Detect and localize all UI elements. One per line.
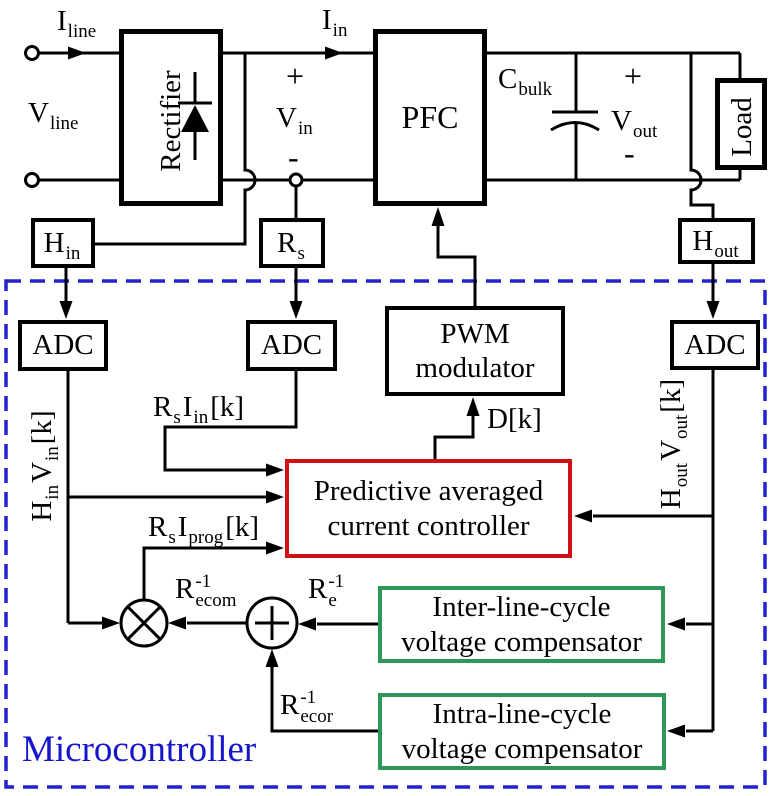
v-out-minus: - (624, 135, 635, 171)
load-block: Load (715, 78, 767, 170)
v-out-label: Vout (611, 105, 658, 142)
adc-right-label: ADC (684, 328, 746, 361)
controller-line2: current controller (327, 509, 530, 542)
hout-label: Hout (692, 224, 739, 262)
hin-sensor-block: Hin (31, 218, 95, 268)
adder-node (245, 596, 299, 650)
arrow-into-multiplier-left (102, 616, 120, 630)
arrow-into-pwm (466, 397, 480, 416)
rs-iprog-k-label: RsIprog[k] (148, 511, 260, 548)
adc-left-label: ADC (32, 329, 94, 362)
multiply-icon (126, 605, 162, 641)
v-line-label: Vline (28, 97, 79, 134)
plus-icon (255, 606, 289, 640)
arrow-into-adc-right (706, 301, 720, 319)
v-out-plus: + (624, 58, 643, 94)
controller-line1: Predictive averaged (313, 475, 544, 508)
predictive-controller-block: Predictive averaged current controller (285, 459, 572, 558)
arrow-into-intra (667, 724, 685, 738)
rectifier-block: Rectifier (119, 29, 223, 206)
c-bulk-label: Cbulk (498, 63, 553, 100)
adc-left-block: ADC (18, 320, 108, 371)
arrow-intra-to-adder (265, 649, 279, 667)
i-in-arrow (325, 46, 343, 60)
pwm-line1: PWM (440, 317, 510, 350)
multiplier-node (119, 598, 169, 648)
arrow-rsiin-into-controller (266, 463, 284, 477)
arrow-hinvin-into-controller (266, 490, 284, 504)
arrow-inter-to-adder (298, 617, 316, 631)
vin-minus-terminal (288, 172, 304, 188)
load-label: Load (725, 97, 758, 157)
hin-label: Hin (43, 226, 81, 264)
microcontroller-label: Microcontroller (22, 729, 257, 770)
intra-line2: voltage compensator (401, 732, 643, 765)
intra-line-cycle-compensator-block: Intra-line-cycle voltage compensator (378, 693, 666, 770)
hin-vin-k-label: HinVin[k] (25, 410, 63, 522)
arrow-into-pfc (431, 207, 445, 226)
inter-line1: Inter-line-cycle (432, 591, 611, 624)
hout-vout-k-label: HoutVout[k] (654, 378, 692, 510)
arrow-into-inter (667, 617, 685, 631)
rs-label: Rs (277, 226, 305, 264)
inter-line-cycle-compensator-block: Inter-line-cycle voltage compensator (378, 586, 665, 663)
rectifier-label: Rectifier (154, 70, 187, 172)
v-in-plus: + (286, 58, 305, 94)
adc-input-wires (64, 264, 715, 302)
d-k-label: D[k] (487, 403, 542, 435)
adc-right-output-wire (593, 370, 715, 733)
arrow-adder-to-multiplier (168, 616, 186, 630)
hout-sensor-block: Hout (678, 218, 755, 264)
i-in-label: Iin (322, 4, 348, 41)
arrow-into-adc-left (59, 301, 73, 319)
inter-line2: voltage compensator (401, 625, 642, 658)
intra-line1: Intra-line-cycle (432, 698, 612, 731)
hout-sense-line (689, 53, 715, 218)
adc-mid-block: ADC (246, 320, 337, 371)
arrow-rsiprog-into-controller (266, 541, 284, 555)
v-in-minus: - (288, 139, 299, 175)
pwm-modulator-block: PWM modulator (385, 306, 565, 396)
adc-mid-label: ADC (260, 329, 323, 362)
pfc-drive-wire (436, 225, 477, 306)
line-terminal-top (24, 45, 40, 61)
arrow-into-adc-mid (289, 301, 303, 319)
i-line-arrow (68, 46, 86, 60)
rs-sensor-block: Rs (259, 218, 325, 268)
i-line-label: Iline (57, 5, 97, 42)
arrow-houtvout-into-controller (574, 509, 592, 523)
dk-wire (433, 415, 475, 459)
bulk-capacitor-symbol (550, 53, 600, 180)
rs-iin-k-label: RsIin[k] (153, 391, 245, 428)
pfc-block: PFC (373, 29, 487, 206)
line-terminal-bottom (24, 172, 40, 188)
pfc-label: PFC (401, 98, 459, 135)
v-in-label: Vin (276, 102, 313, 139)
pwm-line2: modulator (415, 352, 535, 384)
